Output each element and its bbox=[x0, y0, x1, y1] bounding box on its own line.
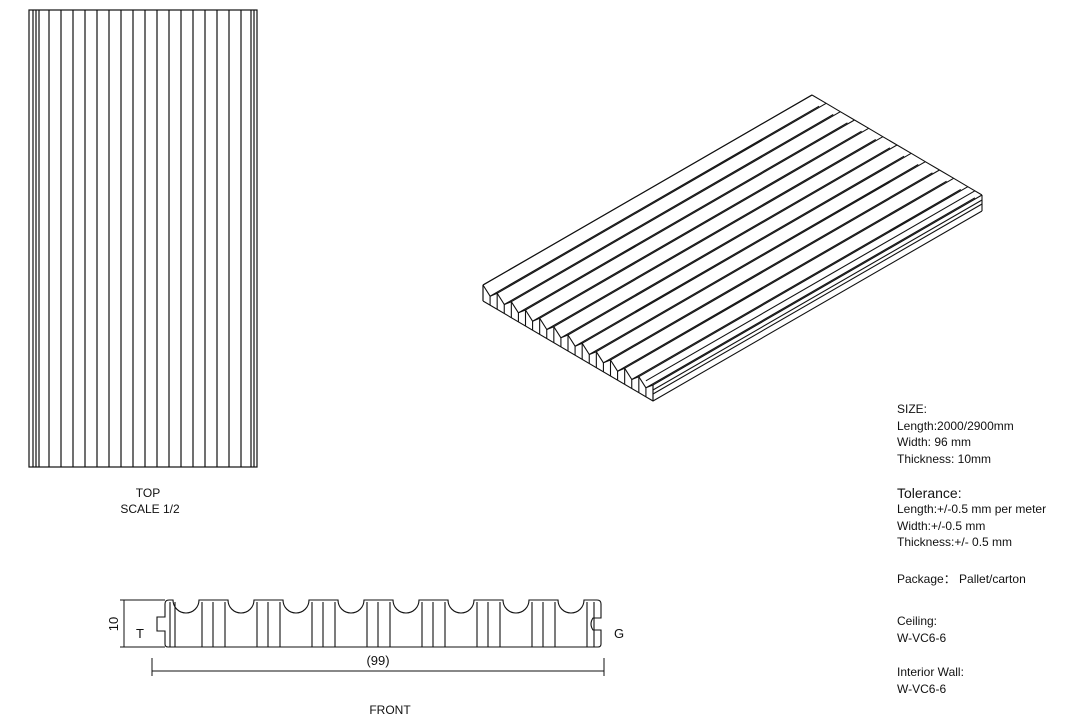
iso-rib-valley-line bbox=[617, 180, 947, 372]
iso-rib-ridge-line bbox=[610, 169, 940, 361]
package-info: Package： Pallet/carton bbox=[897, 571, 1026, 586]
iso-rib-ridge-line bbox=[567, 144, 898, 336]
size-thickness: Thickness: 10mm bbox=[897, 451, 992, 466]
size-heading: SIZE: bbox=[897, 402, 928, 416]
front-view-title: FRONT bbox=[369, 703, 411, 717]
tolerance-heading: Tolerance: bbox=[897, 485, 962, 501]
iso-rib-valley-line bbox=[532, 130, 862, 322]
interior-wall-code: W-VC6-6 bbox=[897, 681, 947, 696]
top-view-scale: SCALE 1/2 bbox=[120, 502, 180, 516]
iso-rib-ridge-line bbox=[496, 102, 827, 294]
iso-rib-valley-line bbox=[489, 105, 820, 297]
iso-groove-line bbox=[652, 203, 983, 395]
width-dimension bbox=[151, 658, 605, 676]
top-view-title: TOP bbox=[136, 486, 160, 500]
size-length: Length:2000/2900mm bbox=[897, 418, 1014, 433]
iso-rib-ridge-line bbox=[525, 119, 855, 311]
size-width: Width: 96 mm bbox=[897, 435, 972, 449]
iso-rib-ridge-line bbox=[581, 152, 912, 344]
thickness-dimension bbox=[120, 599, 165, 648]
iso-rib-valley-line bbox=[518, 122, 848, 314]
groove-marker: G bbox=[614, 626, 624, 641]
front-view-profile bbox=[156, 599, 602, 648]
iso-rib-valley-line bbox=[574, 155, 905, 347]
iso-rib-valley-line bbox=[503, 114, 834, 305]
thickness-dimension-label: 10 bbox=[106, 617, 121, 631]
iso-rib-ridge-line bbox=[596, 161, 926, 353]
iso-rib-valley-line bbox=[603, 172, 933, 364]
iso-rib-valley-line bbox=[631, 189, 962, 380]
iso-rib-valley-line bbox=[588, 164, 919, 355]
spec-panel: SIZE: Length:2000/2900mm Width: 96 mm Th… bbox=[897, 401, 1077, 697]
iso-left-edge bbox=[482, 94, 813, 286]
tolerance-length: Length:+/-0.5 mm per meter bbox=[897, 502, 1047, 516]
iso-rib-valley-line bbox=[546, 139, 877, 330]
iso-back-edge bbox=[811, 94, 983, 196]
iso-rib-ridge-line bbox=[652, 194, 983, 386]
iso-rib-ridge-line bbox=[638, 186, 969, 378]
iso-rib-ridge-line bbox=[624, 177, 954, 369]
tongue-marker: T bbox=[136, 626, 144, 641]
iso-rib-ridge-line bbox=[539, 127, 869, 319]
interior-wall-label: Interior Wall: bbox=[897, 665, 964, 679]
ceiling-code: W-VC6-6 bbox=[897, 630, 947, 645]
tolerance-width: Width:+/-0.5 mm bbox=[897, 518, 986, 533]
iso-rib-ridge-line bbox=[511, 111, 841, 303]
tolerance-thickness: Thickness:+/- 0.5 mm bbox=[897, 535, 1013, 549]
front-view-drawing bbox=[156, 599, 602, 648]
top-view-outline bbox=[28, 9, 258, 468]
ceiling-label: Ceiling: bbox=[897, 614, 938, 628]
iso-edge-line bbox=[645, 190, 976, 382]
isometric-view-drawing bbox=[482, 94, 983, 402]
iso-rib-valley-line bbox=[645, 197, 976, 389]
width-dimension-label: (99) bbox=[366, 653, 389, 668]
iso-rib-valley-line bbox=[560, 147, 891, 339]
iso-groove-line bbox=[652, 199, 983, 391]
top-view-drawing bbox=[28, 9, 258, 468]
iso-rib-ridge-line bbox=[553, 136, 884, 328]
